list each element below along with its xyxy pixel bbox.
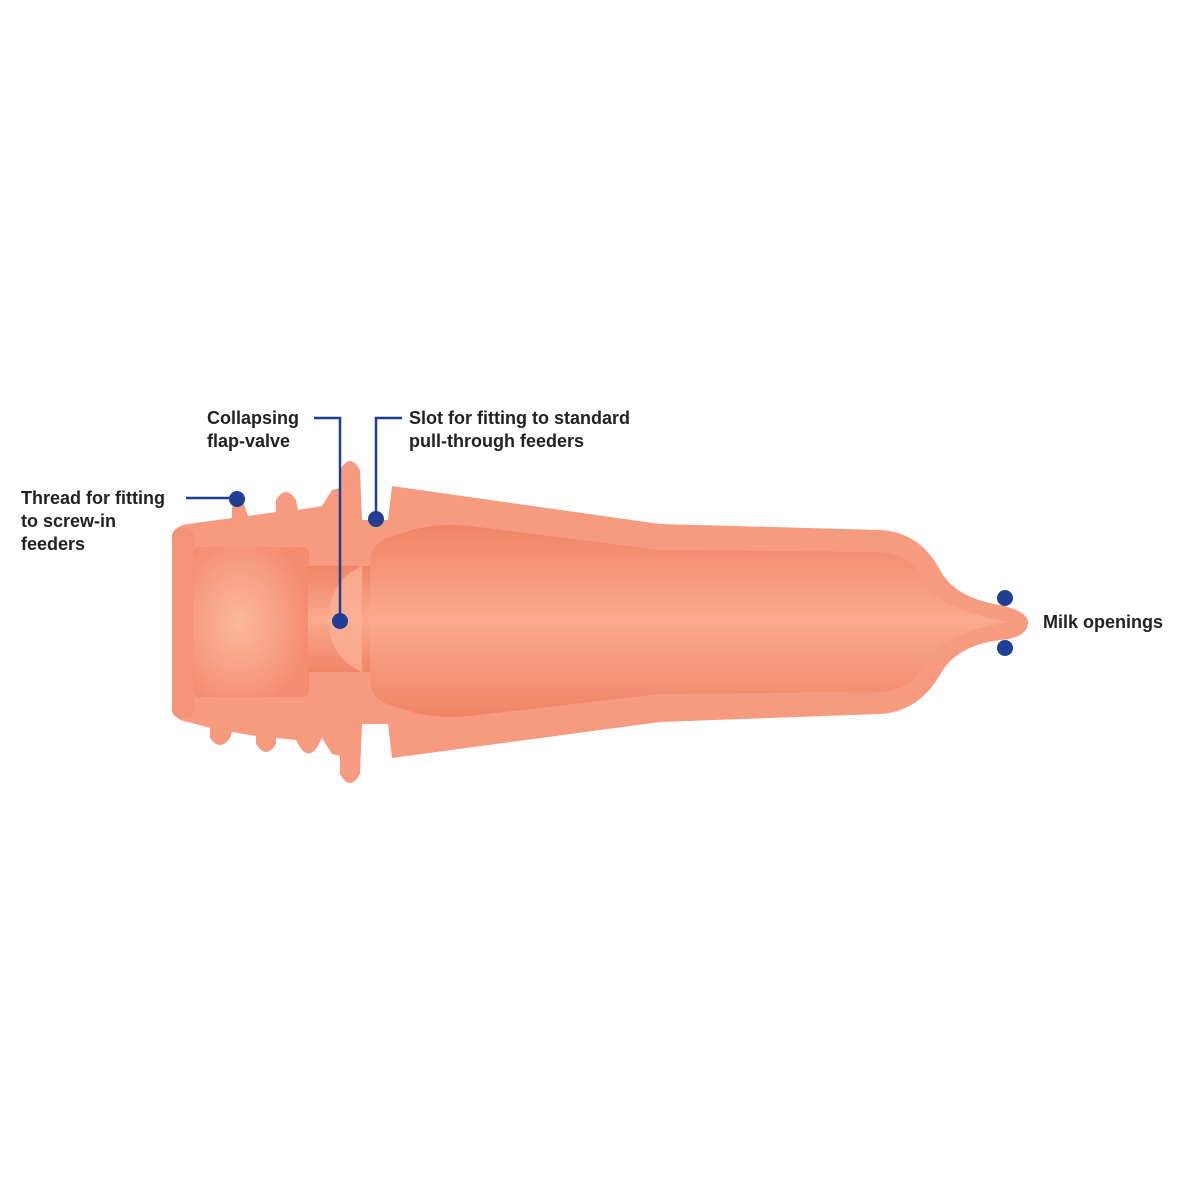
leader-slot <box>374 416 402 519</box>
marker-milk-top <box>997 590 1013 606</box>
inner-cavity <box>193 525 1005 717</box>
leader-valve <box>314 416 342 621</box>
label-milk-openings: Milk openings <box>1043 612 1164 632</box>
marker-milk-bottom <box>997 640 1013 656</box>
leader-lines <box>186 416 402 621</box>
label-thread: Thread for fitting to screw-in feeders <box>21 488 165 554</box>
label-valve: Collapsing flap-valve <box>207 408 300 451</box>
marker-valve <box>332 613 348 629</box>
label-slot: Slot for fitting to standard pull-throug… <box>409 408 630 451</box>
marker-slot <box>368 511 384 527</box>
marker-thread <box>229 491 245 507</box>
markers <box>229 491 1013 656</box>
